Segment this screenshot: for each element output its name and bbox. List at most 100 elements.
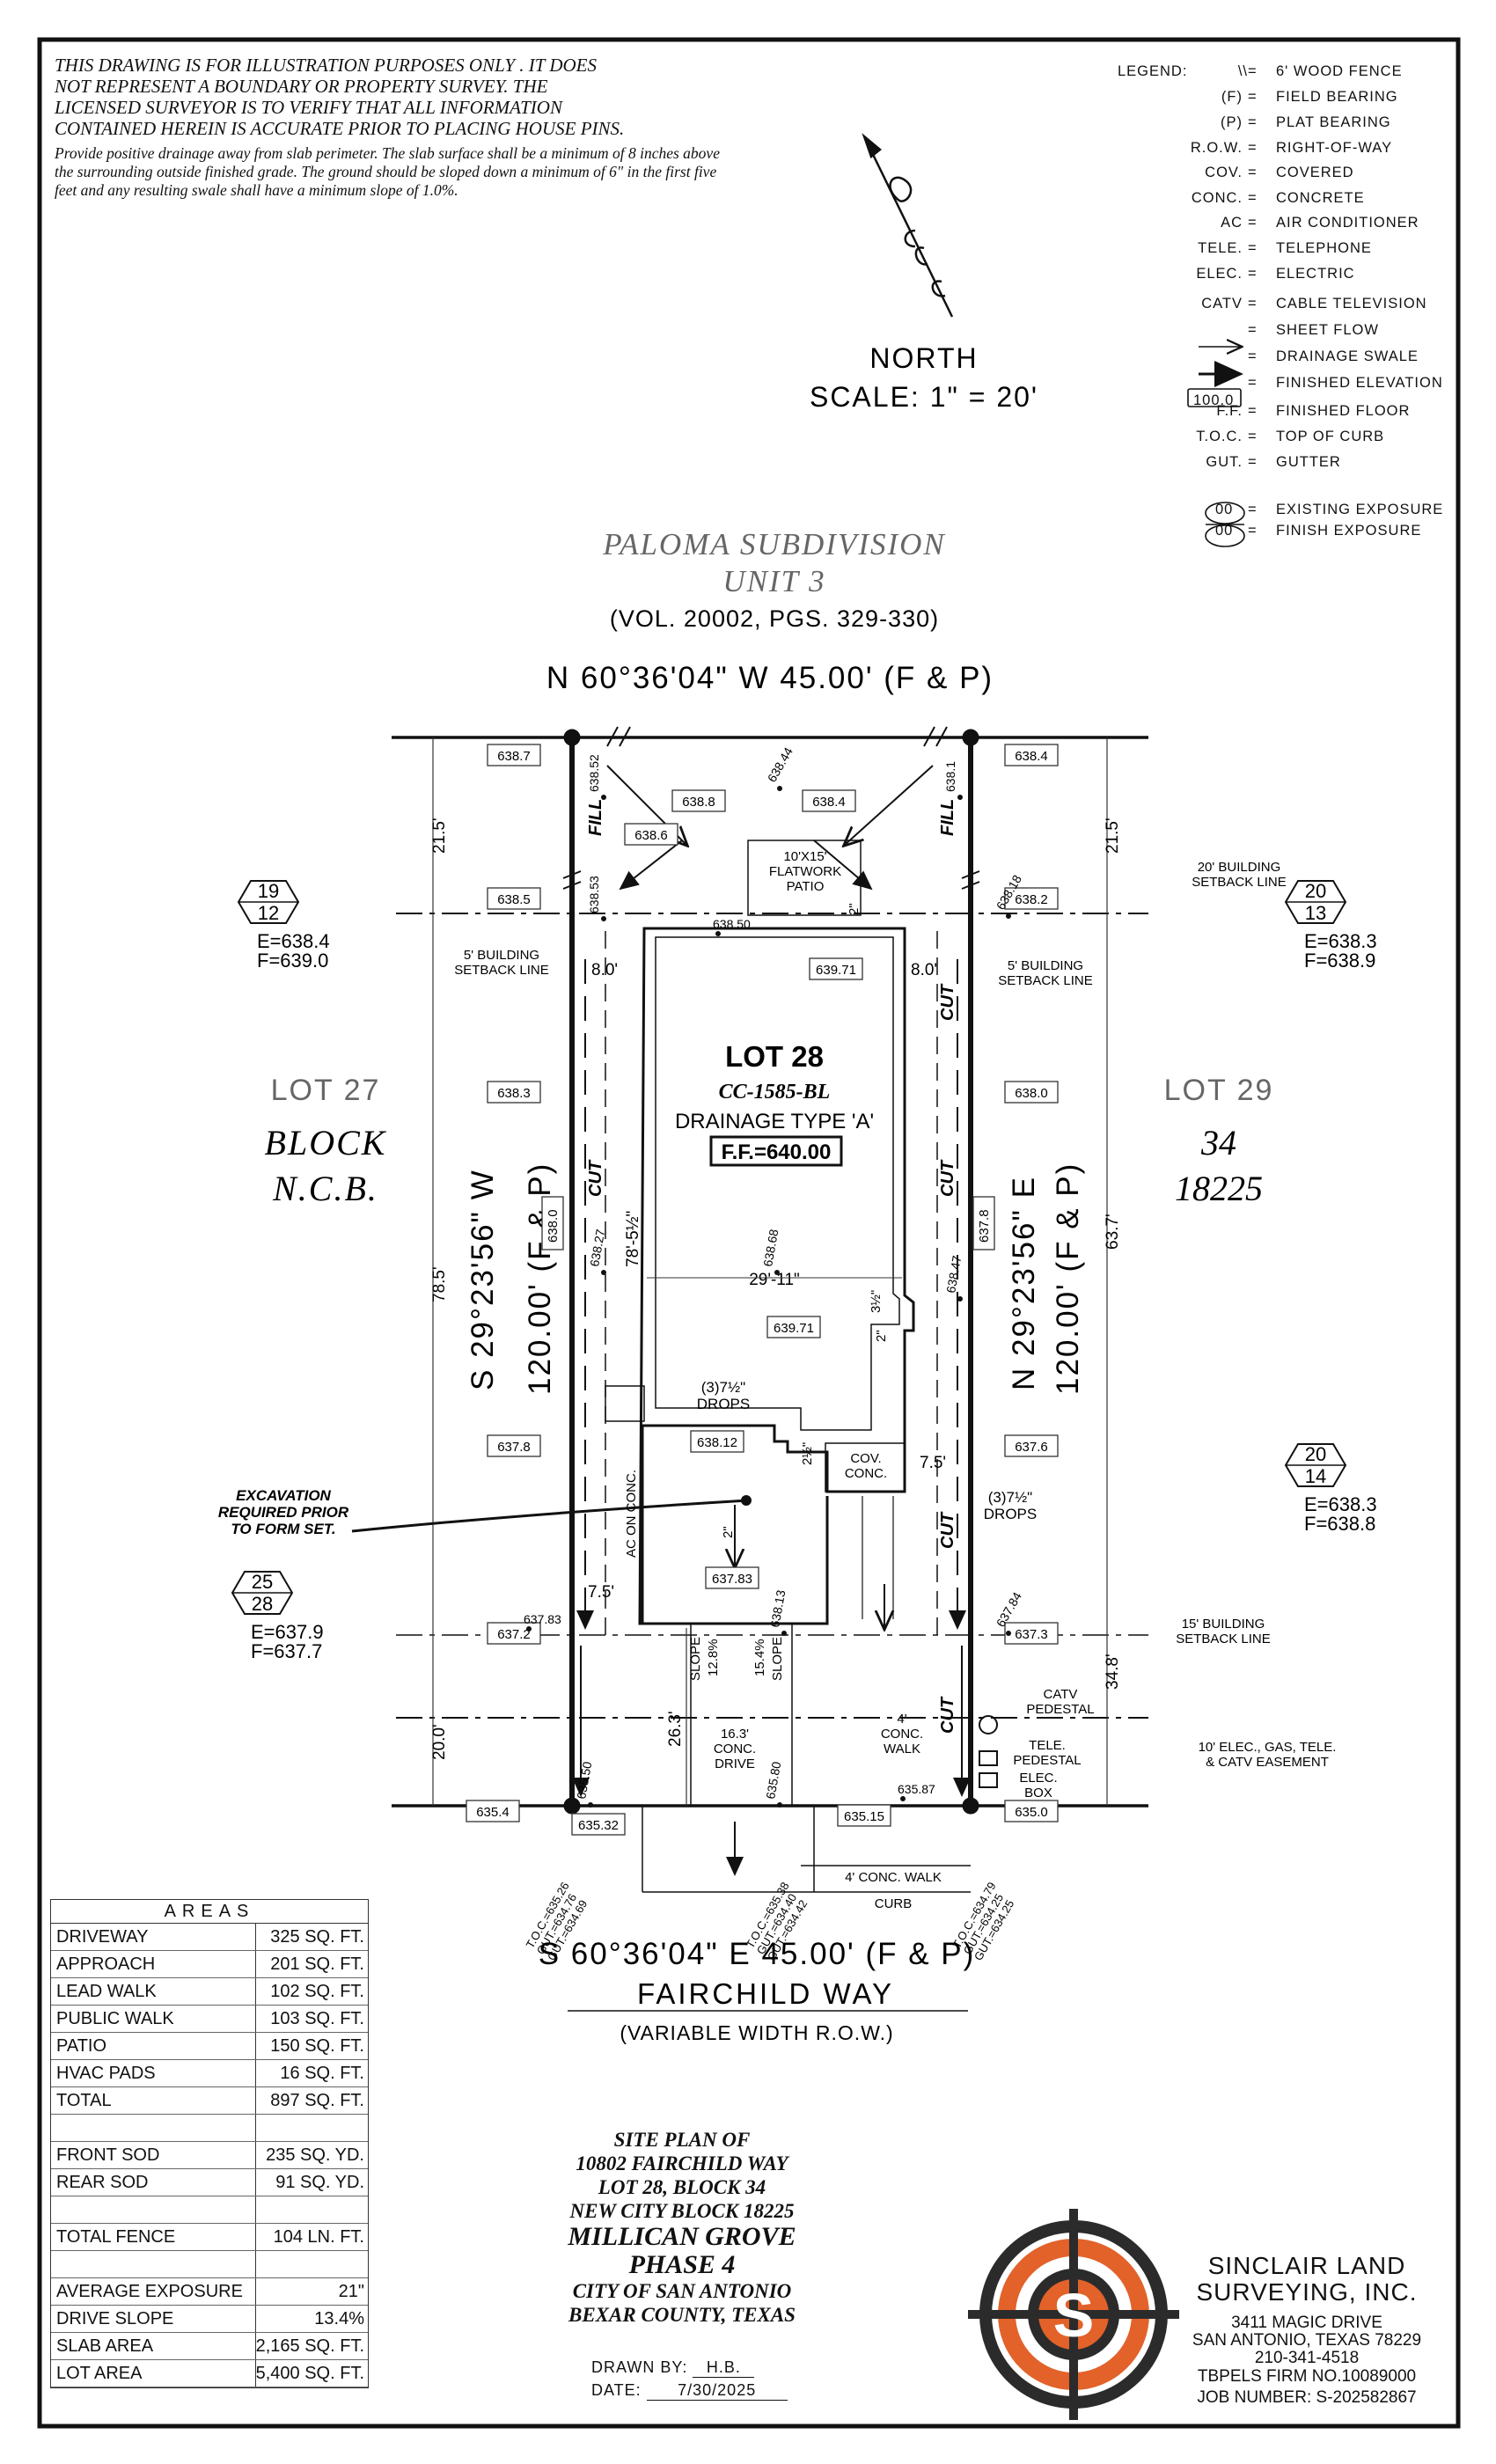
ac-on-conc-label: AC ON CONC. (624, 1470, 639, 1558)
legend-equals: = (1248, 240, 1258, 256)
areas-row: -- (51, 2196, 368, 2224)
company-name-2: SURVEYING, INC. (1196, 2278, 1418, 2306)
exposure-e: E=638.3 (1304, 1493, 1377, 1515)
legend-symbol: T.O.C. (1196, 429, 1243, 444)
elevation-value: 638.4 (1015, 749, 1048, 764)
small-dim: 2" (847, 903, 862, 915)
finished-floor: F.F.=640.00 (722, 1140, 832, 1164)
areas-title: AREAS (51, 1900, 368, 1924)
areas-value: 150 SQ. FT. (270, 2036, 364, 2056)
svg-text:FILL: FILL (938, 799, 957, 836)
areas-value: - (256, 2251, 368, 2277)
legend-equals: = (1248, 190, 1258, 206)
areas-value: 897 SQ. FT. (270, 2091, 364, 2110)
legend-text: FINISHED ELEVATION (1276, 375, 1443, 391)
legend-text: ELECTRIC (1276, 266, 1355, 282)
curb-label: CURB (875, 1896, 913, 1911)
legend-exposure-row: 00=EXISTING EXPOSURE (1215, 502, 1444, 517)
areas-value: - (256, 2115, 368, 2141)
company-addr-2: SAN ANTONIO, TEXAS 78229 (1192, 2331, 1422, 2350)
east-distance: 120.00' (F & P) (1051, 1162, 1085, 1395)
elevation-box (487, 1434, 541, 1457)
areas-value: 16 SQ. FT. (280, 2064, 364, 2083)
legend-title: LEGEND: (1118, 63, 1188, 79)
legend-equals: = (1248, 429, 1258, 444)
legend-symbol: CONC. (1191, 190, 1243, 206)
north-label: NORTH (869, 342, 978, 374)
elevation-value: 637.3 (1015, 1627, 1048, 1642)
legend-item: F.F.=FINISHED FLOOR (1118, 403, 1470, 424)
exposure-e: E=637.9 (251, 1621, 324, 1643)
legend-item: GUT.=GUTTER (1118, 454, 1470, 475)
legend-item: CATV = CABLE TELEVISION (1118, 296, 1470, 317)
legend-equals: = (1248, 296, 1258, 312)
subdivision-unit: UNIT 3 (722, 564, 825, 598)
elevation-box (1004, 1622, 1059, 1645)
svg-text:FILL: FILL (586, 799, 605, 836)
spot-elevation: 638.52 (587, 754, 601, 792)
legend-text: CABLE TELEVISION (1276, 296, 1427, 312)
elevation-box (487, 1622, 541, 1645)
plan-number: CC-1585-BL (719, 1081, 831, 1104)
spot-dot (774, 1270, 780, 1275)
elec-box-label: ELEC.BOX (1019, 1771, 1057, 1800)
legend-text: FINISHED FLOOR (1276, 403, 1411, 419)
spot-dot (601, 1270, 606, 1275)
elevation-value: 638.7 (497, 749, 531, 764)
areas-value: 201 SQ. FT. (270, 1954, 364, 1974)
svg-text:CUT: CUT (938, 983, 957, 1021)
spot-dot (777, 786, 782, 791)
legend-item: =SHEET FLOW (1118, 322, 1470, 343)
title-line-5: MILLICAN GROVE (568, 2222, 796, 2251)
areas-key: PUBLIC WALK (51, 2006, 256, 2032)
legend-equals: = (1248, 63, 1258, 79)
legend-equals: = (1248, 140, 1258, 156)
legend-text: EXISTING EXPOSURE (1276, 502, 1444, 517)
fill-cut-labels: FILL FILL CUT CUT CUT CUT CUT (586, 799, 957, 1734)
drainage-arrows (351, 765, 971, 1876)
elevation-box (541, 1196, 564, 1250)
legend-exposure-row: 00=FINISH EXPOSURE (1215, 523, 1422, 539)
title-line-7: CITY OF SAN ANTONIO (572, 2280, 792, 2302)
areas-key: - (51, 2196, 256, 2223)
exposure-top: 20 (1305, 880, 1326, 902)
dim-8-0-east: 8.0' (911, 961, 937, 979)
exposure-bottom: 28 (252, 1593, 273, 1615)
elevation-value: 638.8 (682, 795, 715, 810)
elevation-box (1004, 1434, 1059, 1457)
legend-equals: = (1248, 114, 1258, 130)
legend-item: R.O.W.=RIGHT-OF-WAY (1118, 140, 1470, 161)
slope-value-2: 15.4% (752, 1639, 767, 1676)
areas-value: 235 SQ. YD. (266, 2145, 364, 2165)
exposure-f: F=639.0 (257, 950, 328, 972)
exposure-f: F=637.7 (251, 1640, 322, 1662)
title-line-2: 10802 FAIRCHILD WAY (576, 2152, 788, 2174)
exposure-markers: 1912E=638.4F=639.02013E=638.3F=638.92014… (231, 880, 1377, 1662)
south-bearing: S 60°36'04" E 45.00' (F & P) (539, 1937, 976, 1971)
spot-dot (1006, 1631, 1011, 1636)
areas-value: 104 LN. FT. (273, 2227, 364, 2247)
job-number: JOB NUMBER: S-202582867 (1197, 2388, 1417, 2407)
dim-21-5-east: 21.5' (1104, 818, 1122, 854)
legend-symbol: CATV (1201, 296, 1243, 312)
west-bearing: S 29°23'56" W (466, 1169, 500, 1390)
legend-text: 6' WOOD FENCE (1276, 63, 1403, 79)
legend-item: \\=6' WOOD FENCE (1118, 63, 1470, 84)
legend-item: COV.=COVERED (1118, 165, 1470, 186)
legend-item: AC=AIR CONDITIONER (1118, 215, 1470, 236)
legend-item: 100.0=FINISHED ELEVATION (1118, 375, 1470, 396)
spot-elevation: 638.53 (587, 876, 601, 913)
ncb-word: N.C.B. (272, 1169, 378, 1208)
subdivision-name: PALOMA SUBDIVISION (602, 527, 946, 561)
legend-item: (F)=FIELD BEARING (1118, 89, 1470, 110)
elevation-value: 638.5 (497, 892, 531, 907)
dim-34-8: 34.8' (1104, 1654, 1122, 1690)
